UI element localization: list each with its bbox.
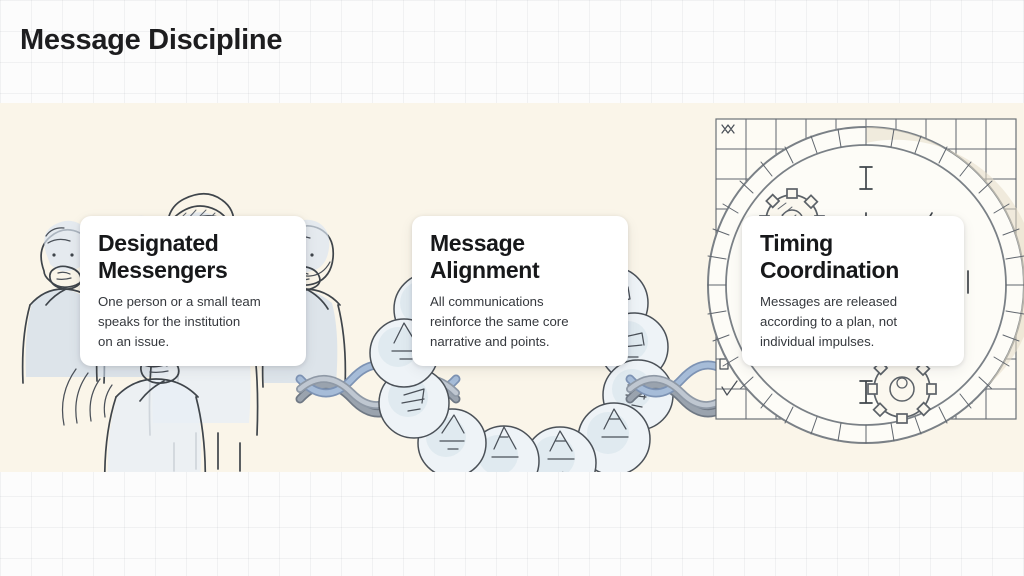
card-body: All communications reinforce the same co… <box>430 294 569 349</box>
card-body: Messages are released according to a pla… <box>760 294 898 349</box>
gear-icon <box>867 354 937 424</box>
card-title: Message Alignment <box>430 230 540 283</box>
card-body: One person or a small team speaks for th… <box>98 294 261 349</box>
slide-header: Message Discipline <box>0 0 1024 103</box>
sound-wave-arcs <box>61 368 113 426</box>
card-title: Designated Messengers <box>98 230 228 283</box>
card-timing-coordination[interactable]: Timing Coordination Messages are release… <box>742 216 964 367</box>
card-message-alignment[interactable]: Message Alignment All communications rei… <box>412 216 628 367</box>
card-designated-messengers[interactable]: Designated Messengers One person or a sm… <box>80 216 306 367</box>
page-title: Message Discipline <box>20 24 283 56</box>
card-title: Timing Coordination <box>760 230 899 283</box>
